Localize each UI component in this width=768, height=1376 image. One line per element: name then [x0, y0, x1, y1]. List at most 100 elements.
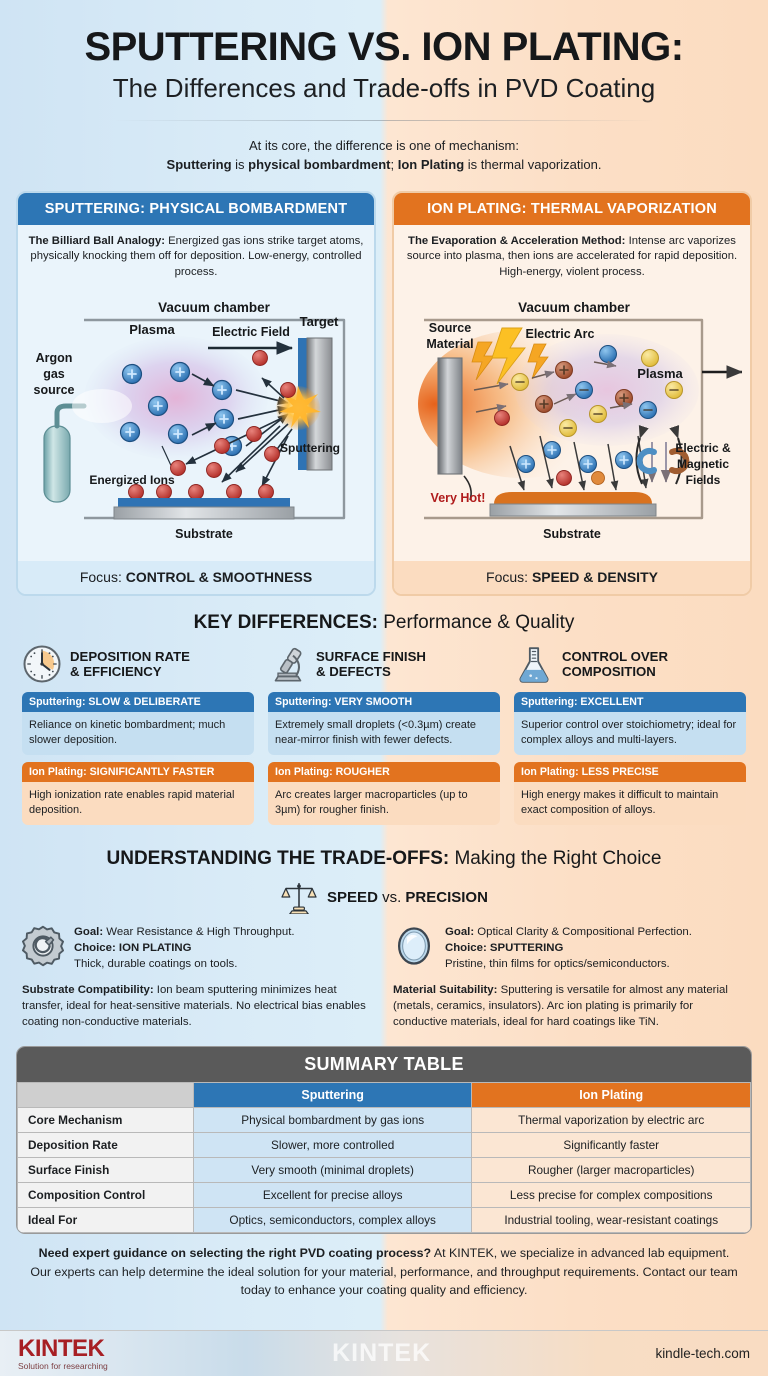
tradeoff-right-note: Material Suitability: Sputtering is vers…	[393, 982, 746, 1031]
label-plasma-ion: Plasma	[637, 366, 683, 381]
label-source-1: Source	[429, 321, 471, 335]
tradeoff-right-goal: Goal: Optical Clarity & Compositional Pe…	[393, 924, 746, 973]
brand-tagline: Solution for researching	[18, 1360, 108, 1371]
kd-title-2-line1: SURFACE FINISH	[316, 649, 426, 664]
panel-sputtering-desc-bold: The Billiard Ball Analogy:	[28, 234, 165, 247]
kd-body-ion-1: High ionization rate enables rapid mater…	[22, 782, 254, 826]
panel-sputtering-focus: Focus: CONTROL & SMOOTHNESS	[18, 561, 374, 595]
row-label-surface-finish: Surface Finish	[17, 1157, 194, 1184]
gear-wrench-icon	[22, 925, 64, 967]
sputtering-figure: Vacuum chamber Plasma Electric Field Tar…	[18, 286, 374, 561]
intro-ionplating: Ion Plating	[397, 157, 465, 173]
label-energized-ions: Energized Ions	[89, 473, 175, 487]
label-sputtering: Sputtering	[280, 441, 340, 455]
label-target: Target	[300, 314, 339, 329]
kd-card-ion-3: Ion Plating: LESS PRECISE High energy ma…	[514, 762, 746, 826]
sputtered-atom-group	[128, 350, 296, 500]
kd-column-deposition-rate: DEPOSITION RATE & EFFICIENCY Sputtering:…	[22, 644, 254, 832]
kd-title-1-line2: & EFFICIENCY	[70, 664, 162, 680]
call-to-action: Need expert guidance on selecting the ri…	[0, 1234, 768, 1311]
panel-ion-plating-description: The Evaporation & Acceleration Method: I…	[394, 225, 750, 286]
kd-bar-sputtering-2: Sputtering: VERY SMOOTH	[268, 692, 500, 713]
kd-card-sputtering-2: Sputtering: VERY SMOOTH Extremely small …	[268, 692, 500, 756]
intro-text: At its core, the difference is one of me…	[24, 137, 744, 175]
page-subtitle: The Differences and Trade-offs in PVD Co…	[112, 73, 656, 104]
label-fields-1: Electric &	[675, 441, 731, 455]
row-label-ideal-for: Ideal For	[17, 1207, 194, 1234]
panel-sputtering-desc-rest: Energized gas ions strike target atoms, …	[30, 234, 364, 278]
kd-bar-sputtering-3: Sputtering: EXCELLENT	[514, 692, 746, 713]
kd-bar-ion-2: Ion Plating: ROUGHER	[268, 762, 500, 783]
kd-bar-sputtering-1: Sputtering: SLOW & DELIBERATE	[22, 692, 254, 713]
label-argon-2: gas	[43, 367, 65, 381]
to-title-rest: Making the Right Choice	[449, 848, 662, 870]
label-source-2: Material	[426, 337, 473, 351]
tradeoff-left-goal: Goal: Wear Resistance & High Throughput.…	[22, 924, 375, 973]
tradeoff-right-text: Goal: Optical Clarity & Compositional Pe…	[445, 924, 692, 973]
tradeoff-right-goal-line: Goal: Optical Clarity & Compositional Pe…	[445, 924, 692, 940]
key-differences-columns: DEPOSITION RATE & EFFICIENCY Sputtering:…	[0, 644, 768, 832]
kd-title-2: SURFACE FINISH & DEFECTS	[316, 649, 426, 679]
panel-ion-desc-rest: Intense arc vaporizes source into plasma…	[406, 234, 738, 278]
intro-sep: ;	[390, 157, 398, 173]
label-argon-3: source	[34, 383, 75, 397]
ion-group-lower	[517, 441, 633, 486]
label-very-hot: Very Hot!	[431, 491, 486, 505]
choice-label-left: Choice: ION PLATING	[74, 942, 192, 955]
goal-label-left: Goal:	[74, 926, 104, 939]
summary-header-sputtering: Sputtering	[192, 1082, 473, 1109]
cell-sputtering-surface-finish: Very smooth (minimal droplets)	[192, 1157, 473, 1184]
kd-header-3: CONTROL OVER COMPOSITION	[514, 644, 746, 684]
note-value-right: Sputtering is versatile for almost any m…	[393, 983, 728, 1029]
brand-watermark: KINTEK	[332, 1339, 432, 1367]
goal-label-right: Goal:	[445, 926, 475, 939]
tradeoff-left-text: Goal: Wear Resistance & High Throughput.…	[74, 924, 295, 973]
label-substrate: Substrate	[175, 527, 233, 541]
label-plasma: Plasma	[129, 322, 175, 337]
summary-header-blank	[17, 1082, 194, 1109]
kd-card-sputtering-3: Sputtering: EXCELLENT Superior control o…	[514, 692, 746, 756]
ion-plating-figure: Vacuum chamber Source Material Very Hot!	[394, 286, 750, 561]
microscope-icon	[274, 647, 302, 682]
label-vacuum-chamber: Vacuum chamber	[158, 300, 271, 315]
footer-url[interactable]: kindle-tech.com	[655, 1346, 750, 1361]
cta-rest: At KINTEK, we specialize in advanced lab…	[30, 1246, 738, 1297]
electric-arc-bolts	[471, 327, 549, 385]
header-divider	[114, 120, 654, 122]
kd-bar-ion-3: Ion Plating: LESS PRECISE	[514, 762, 746, 783]
clock-icon	[23, 645, 61, 683]
intro-sputtering: Sputtering	[166, 157, 232, 173]
kd-card-ion-2: Ion Plating: ROUGHER Arc creates larger …	[268, 762, 500, 826]
kd-title-2-line2: & DEFECTS	[316, 664, 391, 680]
panel-ion-plating: ION PLATING: THERMAL VAPORIZATION The Ev…	[392, 190, 752, 597]
label-vacuum-chamber-ion: Vacuum chamber	[518, 300, 631, 315]
panel-sputtering-heading: SPUTTERING: PHYSICAL BOMBARDMENT	[18, 192, 374, 225]
kd-title-bold: KEY DIFFERENCES:	[193, 612, 378, 634]
kd-body-ion-3: High energy makes it difficult to mainta…	[514, 782, 746, 826]
table-row: Core Mechanism Physical bombardment by g…	[17, 1107, 751, 1134]
cta-bold: Need expert guidance on selecting the ri…	[38, 1246, 432, 1261]
energized-ion-group	[119, 361, 243, 457]
cell-sputtering-composition-control: Excellent for precise alloys	[192, 1182, 473, 1209]
summary-table-grid: Sputtering Ion Plating Core Mechanism Ph…	[17, 1082, 751, 1234]
balance-scale-icon	[281, 883, 317, 915]
kd-column-surface-finish: SURFACE FINISH & DEFECTS Sputtering: VER…	[268, 644, 500, 832]
kd-header-2: SURFACE FINISH & DEFECTS	[268, 644, 500, 684]
cell-ion-core-mechanism: Thermal vaporization by electric arc	[471, 1107, 751, 1134]
tradeoff-right-choice-detail: Pristine, thin films for optics/semicond…	[445, 958, 670, 971]
kd-body-sputtering-1: Reliance on kinetic bombardment; much sl…	[22, 712, 254, 756]
infographic-page: SPUTTERING VS. ION PLATING: The Differen…	[0, 0, 768, 1311]
kd-title-rest: Performance & Quality	[377, 612, 575, 634]
focus-label-ion: Focus:	[486, 569, 532, 586]
header: SPUTTERING VS. ION PLATING: The Differen…	[0, 0, 768, 175]
kd-title-3-line1: CONTROL OVER	[562, 649, 668, 664]
to-title-bold: UNDERSTANDING THE TRADE-OFFS:	[106, 848, 450, 870]
summary-header-ion-plating: Ion Plating	[471, 1082, 751, 1109]
panel-ion-plating-focus: Focus: SPEED & DENSITY	[394, 561, 750, 595]
note-value-left: Ion beam sputtering minimizes heat trans…	[22, 983, 366, 1029]
sputtering-diagram-svg: Vacuum chamber Plasma Electric Field Tar…	[34, 300, 346, 541]
table-row: Deposition Rate Slower, more controlled …	[17, 1132, 751, 1159]
note-label-right: Material Suitability:	[393, 983, 498, 996]
diagram-panels: SPUTTERING: PHYSICAL BOMBARDMENT The Bil…	[0, 175, 768, 597]
tradeoff-left-choice-line: Choice: ION PLATING	[74, 940, 295, 956]
